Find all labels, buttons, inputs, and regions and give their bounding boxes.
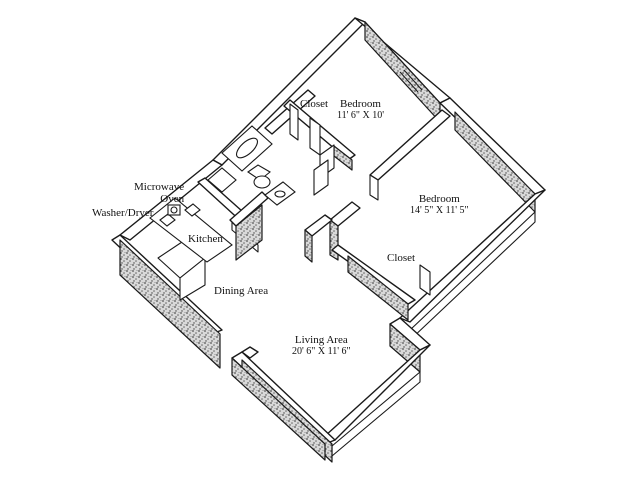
bedroom-b-label: Bedroom [418, 193, 460, 205]
bedroom-a-label-group: Bedroom 11' 6" X 10' [337, 98, 384, 122]
bedroom-b-dimensions: 14' 5" X 11' 5" [410, 205, 469, 216]
stove-icon [207, 167, 237, 193]
living-left-wall [241, 346, 259, 359]
microwave-label: Microwave [134, 181, 185, 193]
toilet-icon [247, 164, 271, 189]
window-icon [399, 69, 423, 93]
washer-dryer-icon [167, 204, 181, 216]
bathtub-icon [221, 125, 273, 172]
kitchen-interior-wall [197, 177, 269, 261]
dining-area-label: Dining Area [214, 285, 269, 297]
closet-a-walls [289, 103, 335, 196]
closet-a-label: Closet [300, 98, 329, 110]
bedroom-a-label: Bedroom [340, 98, 381, 110]
bathroom-sink-icon [264, 181, 296, 206]
microwave-oven-label-group: Microwave Oven [134, 181, 184, 205]
oven-label: Oven [160, 193, 185, 205]
living-area-label-group: Living Area 20' 6" X 11' 6" [292, 334, 351, 358]
closet-b-label: Closet [387, 252, 416, 264]
outer-wall-living-east [324, 317, 431, 457]
living-area-label: Living Area [294, 334, 348, 346]
kitchen-north-wall [119, 159, 223, 241]
bedroom-divider-wall [369, 109, 451, 201]
bedroom-b-label-group: Bedroom 14' 5" X 11' 5" [410, 193, 469, 217]
outer-wall-living-south [231, 351, 336, 463]
bedroom-a-dimensions: 11' 6" X 10' [337, 110, 385, 121]
closet-b-walls [304, 201, 431, 321]
kitchen-label: Kitchen [188, 233, 223, 245]
washer-dryer-label: Washer/Dryer [92, 207, 154, 219]
living-area-dimensions: 20' 6" X 11' 6" [292, 346, 351, 357]
outer-wall-west [111, 234, 223, 369]
